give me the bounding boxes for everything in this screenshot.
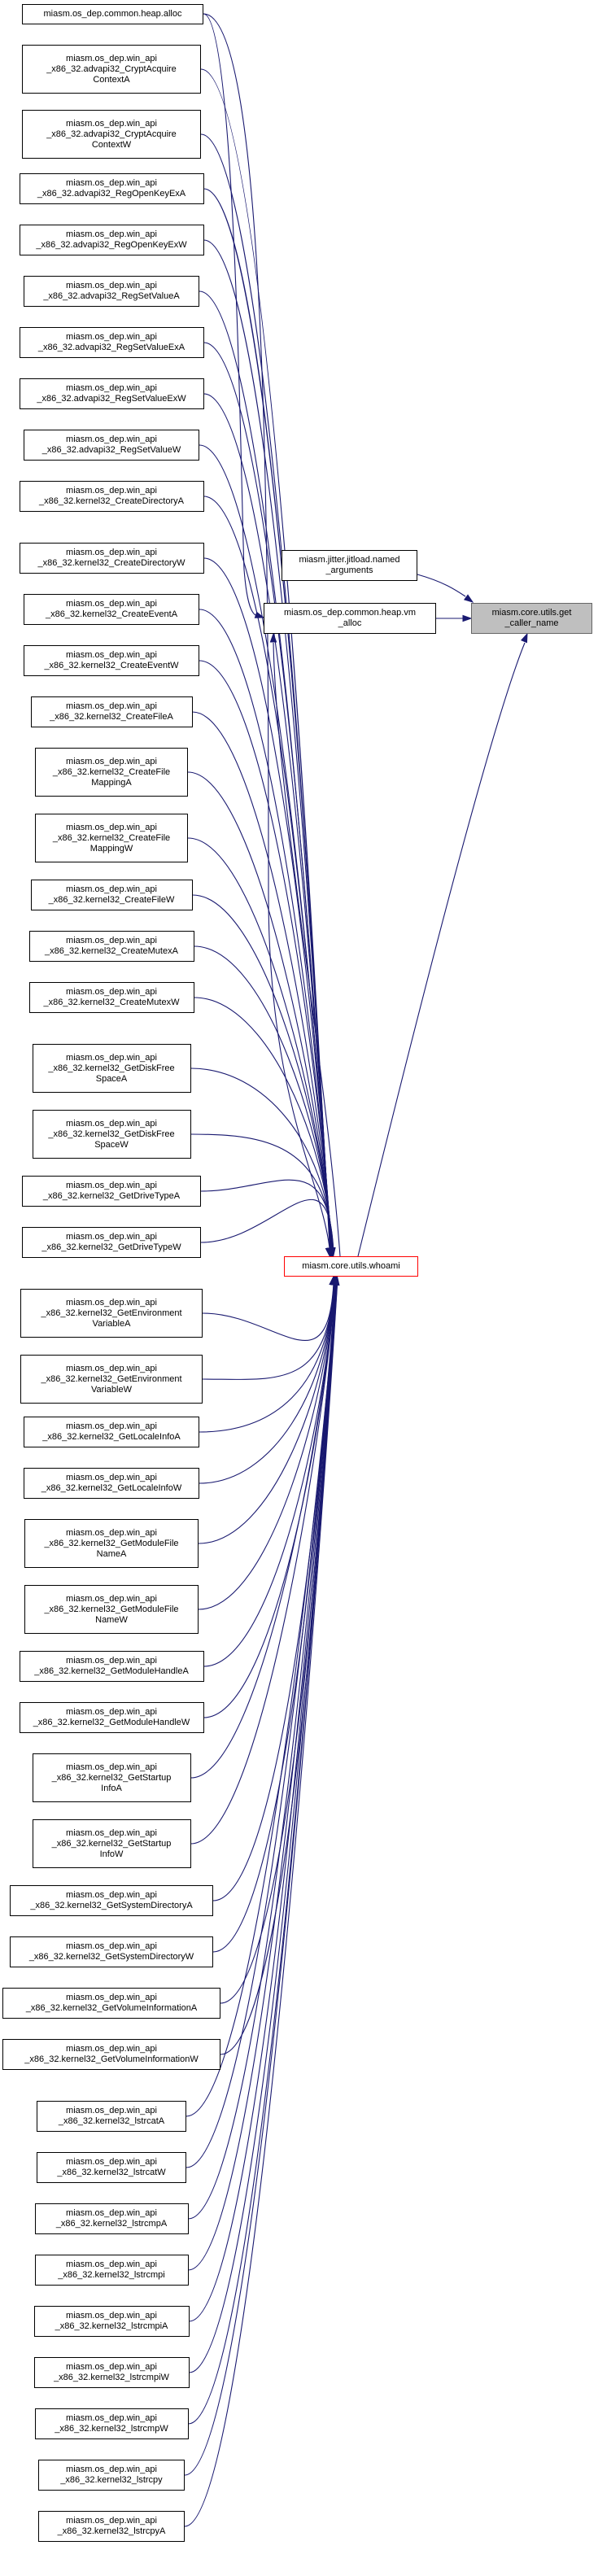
node-caller[interactable]: miasm.os_dep.win_api _x86_32.advapi32_Re… <box>19 173 204 204</box>
edge-caller-to-whoami <box>200 1198 334 1249</box>
node-caller[interactable]: miasm.os_dep.win_api _x86_32.kernel32_Ge… <box>24 1417 199 1447</box>
arrowhead <box>462 614 473 622</box>
node-caller[interactable]: miasm.os_dep.win_api _x86_32.kernel32_Cr… <box>19 481 204 512</box>
edge-caller-to-whoami <box>203 188 331 1249</box>
node-caller[interactable]: miasm.os_dep.win_api _x86_32.kernel32_Cr… <box>24 645 199 676</box>
node-caller[interactable]: miasm.os_dep.win_api _x86_32.kernel32_Ge… <box>2 2039 220 2070</box>
edge-caller-to-whoami <box>189 1284 338 2373</box>
node-caller[interactable]: miasm.os_dep.win_api _x86_32.advapi32_Re… <box>24 430 199 461</box>
node-caller[interactable]: miasm.os_dep.win_api _x86_32.kernel32_Ge… <box>32 1819 191 1868</box>
node-caller[interactable]: miasm.os_dep.win_api _x86_32.kernel32_Cr… <box>24 594 199 625</box>
node-caller[interactable]: miasm.os_dep.win_api _x86_32.kernel32_Ge… <box>10 1936 213 1967</box>
arrowhead <box>269 632 277 643</box>
edge-caller-to-whoami <box>202 1284 334 1341</box>
node-caller[interactable]: miasm.os_dep.win_api _x86_32.kernel32_Ge… <box>10 1885 213 1916</box>
node-caller[interactable]: miasm.os_dep.win_api _x86_32.advapi32_Re… <box>19 327 204 358</box>
edge-caller-to-whoami <box>203 1284 335 1718</box>
node-caller[interactable]: miasm.os_dep.win_api _x86_32.kernel32_Cr… <box>19 543 204 574</box>
node-caller[interactable]: miasm.os_dep.win_api _x86_32.advapi32_Cr… <box>22 45 201 94</box>
node-caller[interactable]: miasm.os_dep.win_api _x86_32.kernel32_Cr… <box>28 931 194 962</box>
edge-caller-to-whoami <box>190 1284 336 1845</box>
edge-caller-to-whoami <box>190 1068 334 1249</box>
edge-caller-to-whoami <box>186 1284 337 2117</box>
node-caller[interactable]: miasm.os_dep.win_api _x86_32.advapi32_Re… <box>19 378 204 409</box>
edge-caller-to-whoami <box>184 1284 338 2527</box>
node-caller[interactable]: miasm.os_dep.win_api _x86_32.kernel32_Cr… <box>30 880 193 910</box>
edge-caller-to-whoami <box>200 1179 334 1249</box>
node-caller[interactable]: miasm.os_dep.win_api _x86_32.kernel32_Cr… <box>28 982 194 1013</box>
edge-caller-to-whoami <box>192 711 333 1249</box>
edge-caller-to-whoami <box>199 1284 334 1433</box>
node-whoami[interactable]: miasm.core.utils.whoami <box>284 1256 418 1277</box>
node-caller[interactable]: miasm.os_dep.win_api _x86_32.kernel32_Cr… <box>35 748 188 797</box>
node-caller[interactable]: miasm.os_dep.win_api _x86_32.advapi32_Re… <box>24 276 199 307</box>
node-caller[interactable]: miasm.os_dep.win_api _x86_32.kernel32_Ge… <box>24 1468 199 1499</box>
edge-caller-to-whoami <box>199 660 333 1249</box>
node-caller[interactable]: miasm.os_dep.win_api _x86_32.kernel32_ls… <box>33 2357 190 2388</box>
node-caller[interactable]: miasm.os_dep.win_api _x86_32.kernel32_Cr… <box>35 814 188 862</box>
edge-caller-to-whoami <box>198 1284 335 1544</box>
node-caller[interactable]: miasm.os_dep.win_api _x86_32.kernel32_Ge… <box>19 1702 204 1733</box>
edge-heap-alloc-to-whoami <box>203 13 330 1249</box>
node-caller[interactable]: miasm.os_dep.win_api _x86_32.kernel32_Ge… <box>24 1519 199 1568</box>
edge-caller-to-whoami <box>202 1284 334 1380</box>
node-named-arguments[interactable]: miasm.jitter.jitload.named _arguments <box>282 550 417 581</box>
edge-caller-to-whoami <box>188 1284 338 2271</box>
node-caller[interactable]: miasm.os_dep.win_api _x86_32.kernel32_Ge… <box>22 1227 201 1258</box>
node-caller[interactable]: miasm.os_dep.win_api _x86_32.kernel32_Ge… <box>20 1355 203 1404</box>
node-caller[interactable]: miasm.os_dep.win_api _x86_32.kernel32_ls… <box>34 2408 189 2439</box>
node-caller[interactable]: miasm.os_dep.win_api _x86_32.kernel32_Cr… <box>30 696 193 727</box>
arrowhead <box>463 594 474 603</box>
edge-caller-to-whoami <box>186 1284 337 2168</box>
node-caller[interactable]: miasm.os_dep.win_api _x86_32.kernel32_ls… <box>38 2511 185 2542</box>
edge-caller-to-whoami <box>184 1284 338 2476</box>
node-caller[interactable]: miasm.os_dep.win_api _x86_32.kernel32_ls… <box>37 2152 186 2183</box>
arrowhead <box>332 1275 340 1286</box>
arrowhead <box>520 632 528 644</box>
node-caller[interactable]: miasm.os_dep.win_api _x86_32.kernel32_ls… <box>37 2101 186 2132</box>
edge-caller-to-whoami <box>199 1284 335 1484</box>
edge-named-arguments-to-target <box>417 574 466 597</box>
edge-caller-to-whoami <box>199 290 331 1249</box>
edge-caller-to-whoami <box>220 1284 337 2055</box>
edge-heap-alloc-to-vm-alloc <box>203 13 256 616</box>
node-caller[interactable]: miasm.os_dep.win_api _x86_32.advapi32_Re… <box>19 225 204 255</box>
node-caller[interactable]: miasm.os_dep.win_api _x86_32.kernel32_Ge… <box>32 1044 191 1093</box>
edge-caller-to-whoami <box>200 133 331 1249</box>
node-caller[interactable]: miasm.os_dep.win_api _x86_32.kernel32_ls… <box>34 2203 189 2234</box>
node-caller[interactable]: miasm.os_dep.win_api _x86_32.kernel32_Ge… <box>2 1988 220 2019</box>
node-caller[interactable]: miasm.os_dep.win_api _x86_32.kernel32_Ge… <box>24 1585 199 1634</box>
node-caller[interactable]: miasm.os_dep.win_api _x86_32.kernel32_ls… <box>34 2255 189 2286</box>
arrowhead <box>325 1247 333 1258</box>
node-caller[interactable]: miasm.os_dep.win_api _x86_32.kernel32_Ge… <box>20 1289 203 1338</box>
node-caller[interactable]: miasm.os_dep.win_api _x86_32.kernel32_ls… <box>38 2460 185 2491</box>
node-caller[interactable]: miasm.os_dep.win_api _x86_32.advapi32_Cr… <box>22 110 201 159</box>
node-vm-alloc[interactable]: miasm.os_dep.common.heap.vm _alloc <box>264 603 436 634</box>
node-caller[interactable]: miasm.os_dep.win_api _x86_32.kernel32_Ge… <box>32 1110 191 1159</box>
edge-whoami-to-vm-alloc <box>273 642 341 1257</box>
node-get-caller-name[interactable]: miasm.core.utils.get _caller_name <box>471 603 592 634</box>
edge-caller-to-whoami <box>203 1284 335 1667</box>
edge-whoami-to-target <box>357 642 526 1257</box>
node-caller[interactable]: miasm.os_dep.win_api _x86_32.kernel32_Ge… <box>22 1176 201 1207</box>
node-caller[interactable]: miasm.os_dep.win_api _x86_32.kernel32_Ge… <box>19 1651 204 1682</box>
node-caller[interactable]: miasm.os_dep.win_api _x86_32.kernel32_Ge… <box>32 1753 191 1802</box>
node-heap-alloc[interactable]: miasm.os_dep.common.heap.alloc <box>22 4 203 24</box>
edge-caller-to-whoami <box>190 1284 336 1779</box>
edge-caller-to-whoami <box>198 1284 335 1610</box>
node-caller[interactable]: miasm.os_dep.win_api _x86_32.kernel32_ls… <box>33 2306 190 2337</box>
arrowhead <box>254 611 265 618</box>
edge-caller-to-whoami <box>194 997 334 1249</box>
edge-caller-to-whoami <box>188 1284 337 2220</box>
